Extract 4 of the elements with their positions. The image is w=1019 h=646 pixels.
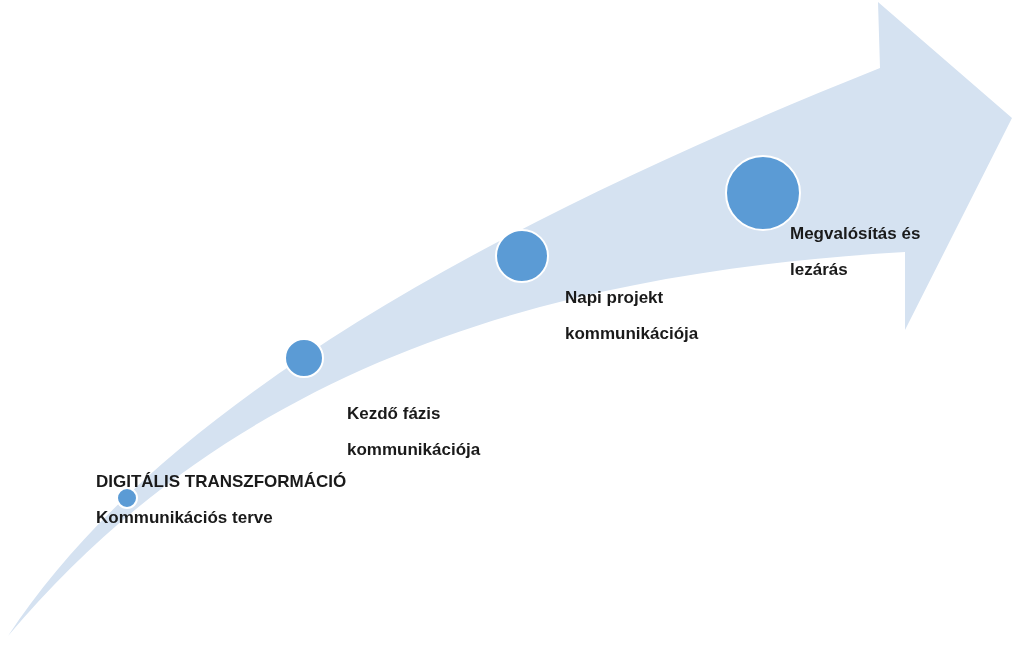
milestone-label: DIGITÁLIS TRANSZFORMÁCIÓ Kommunikációs terve (96, 471, 348, 529)
milestone-label: Kezdő fázis kommunikációja (347, 403, 482, 461)
milestone-label: Megvalósítás és lezárás (790, 223, 922, 281)
milestone-label: Napi projekt kommunikációja (565, 287, 700, 345)
